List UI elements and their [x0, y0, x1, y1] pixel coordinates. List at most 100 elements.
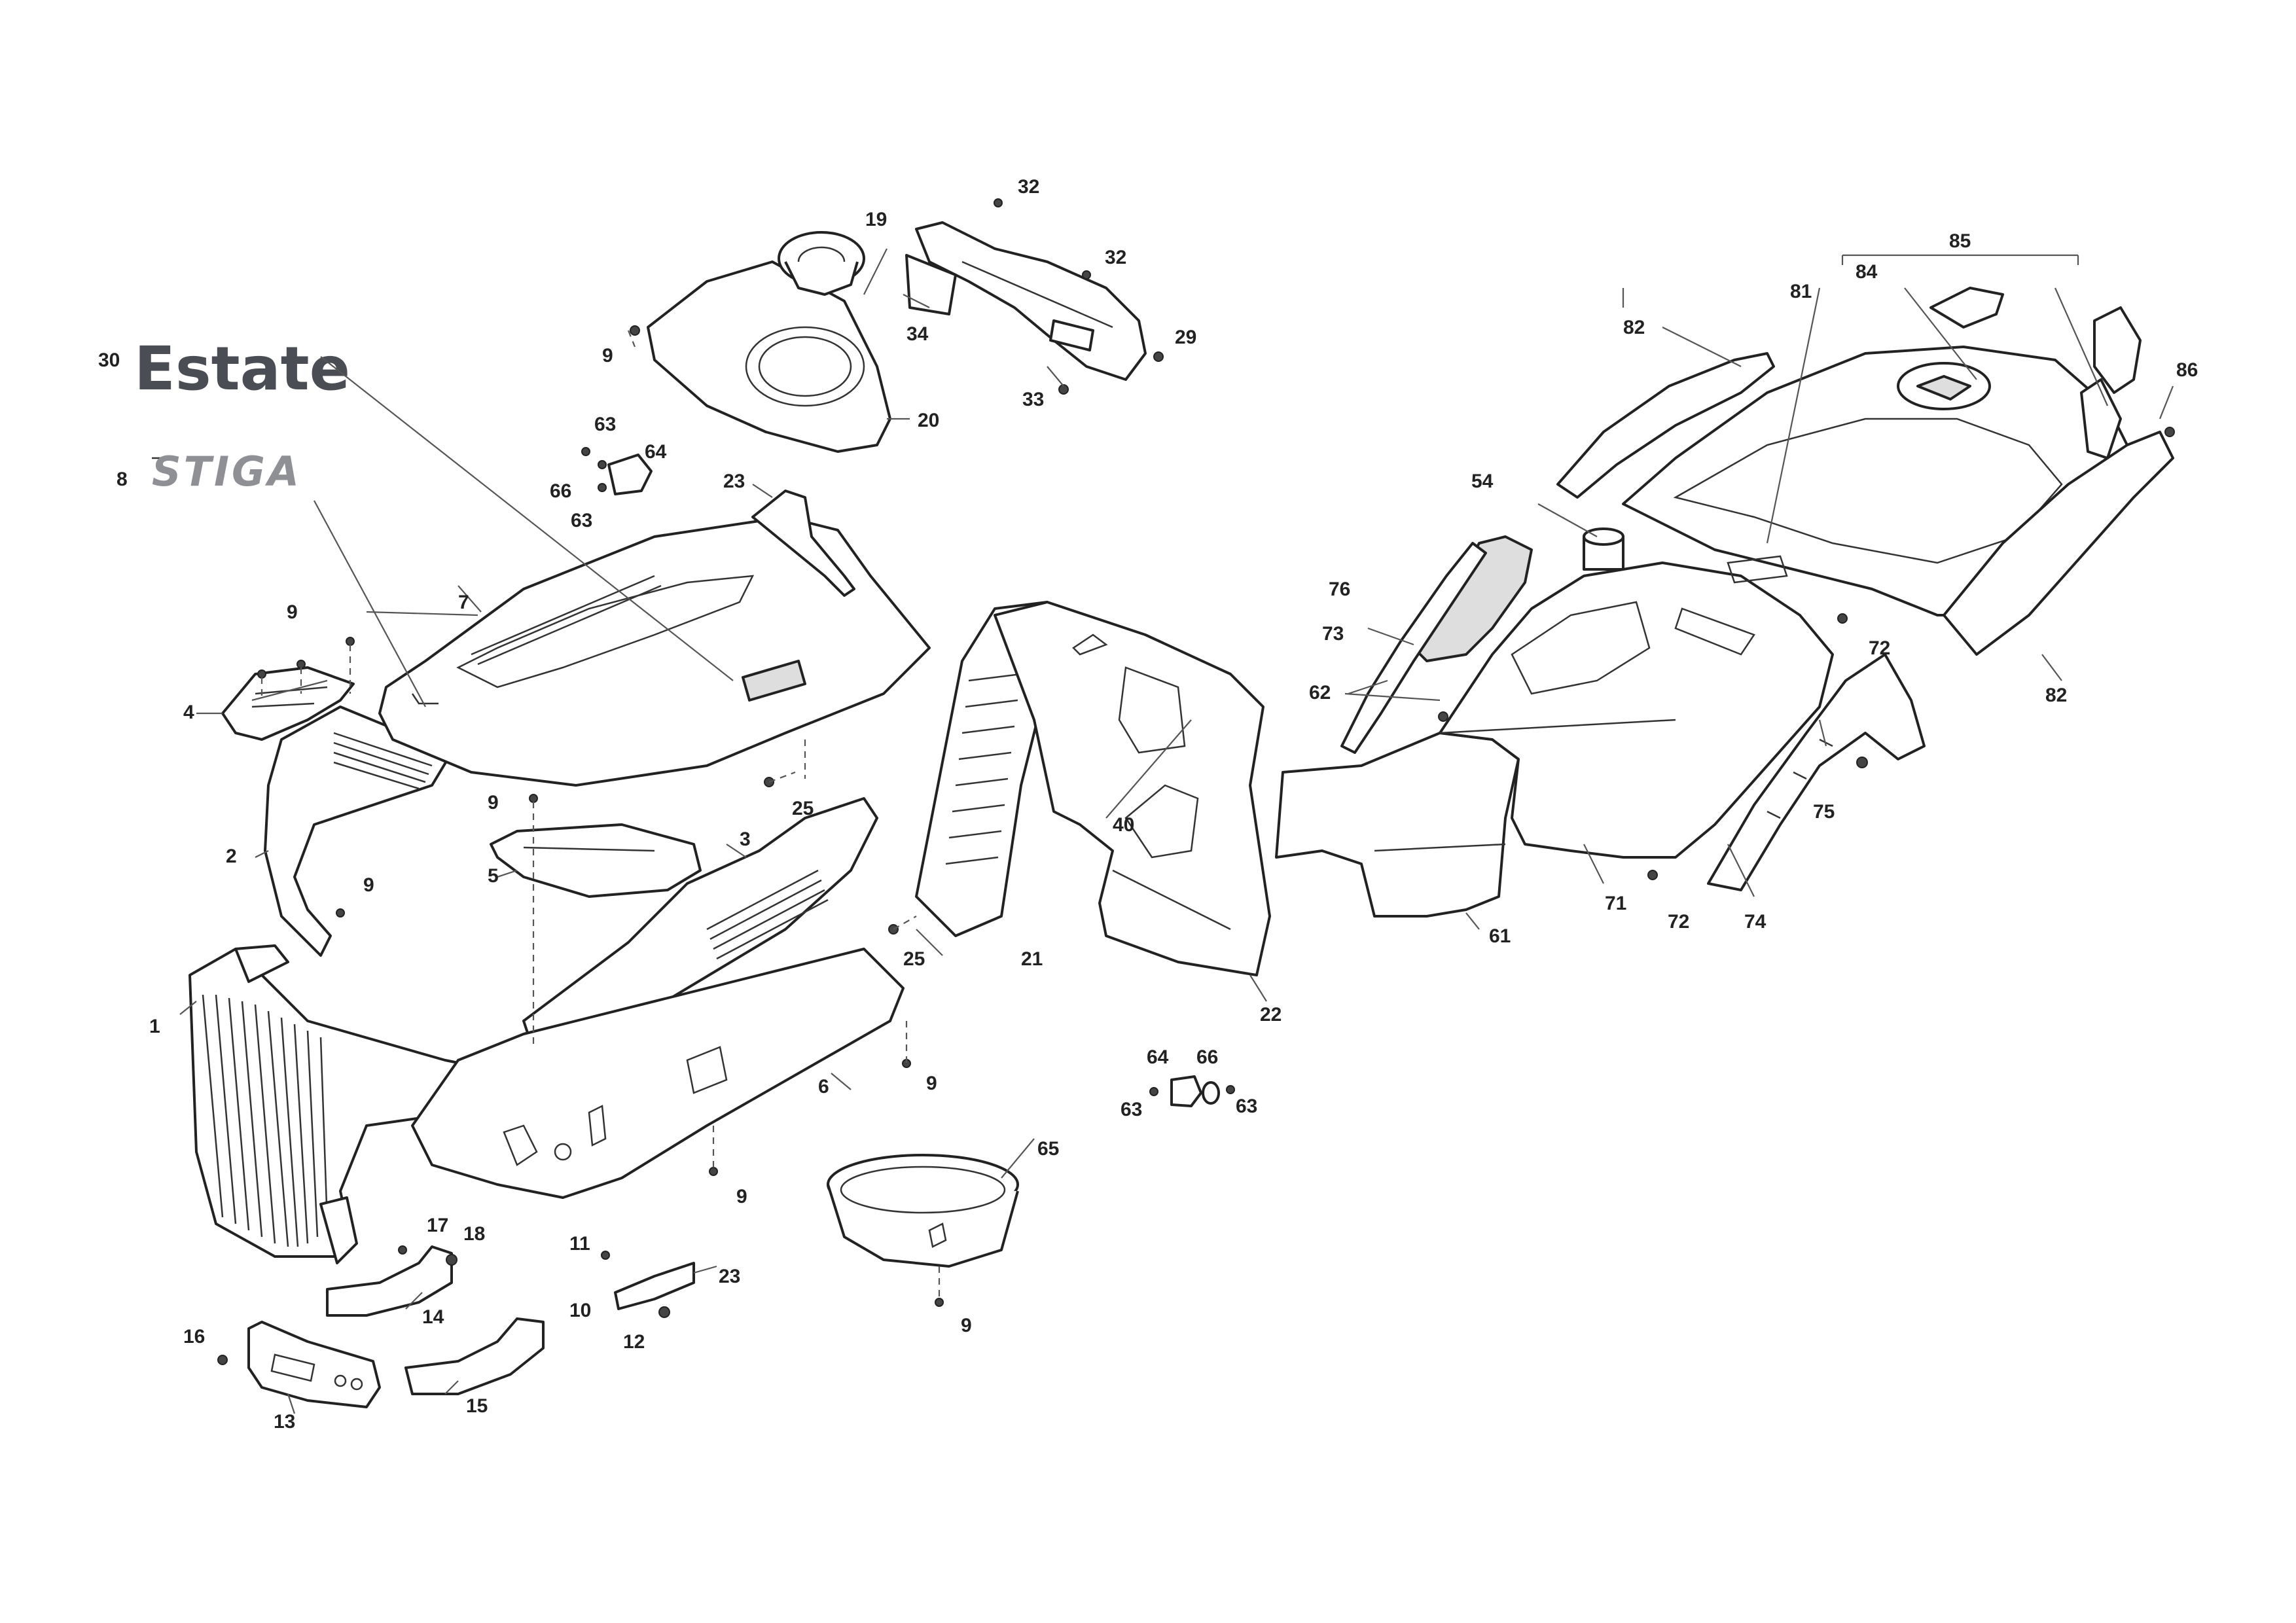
callout-66-upper: 66 [550, 480, 571, 502]
callout-9-dash: 9 [602, 345, 613, 366]
callout-63-a: 63 [594, 414, 616, 435]
callout-32-mid: 32 [1105, 247, 1126, 268]
callout-labels: 1 2 3 4 5 6 7 8 9 9 9 9 9 9 9 10 11 12 1… [98, 176, 2198, 1433]
callout-9-side: 9 [363, 874, 374, 896]
callout-72-upper: 72 [1869, 637, 1890, 659]
callout-7: 7 [458, 592, 469, 613]
callout-66-lower: 66 [1196, 1046, 1218, 1068]
clip-33 [1058, 384, 1069, 395]
part-rear-side-74 [1707, 653, 1926, 891]
callout-19: 19 [865, 209, 887, 230]
nut-12 [658, 1306, 670, 1318]
callout-75: 75 [1813, 801, 1835, 823]
part-strip-73 [1340, 542, 1487, 754]
callout-23-lower: 23 [719, 1266, 740, 1287]
callout-25-b: 25 [903, 948, 925, 970]
callout-9-bucket: 9 [961, 1315, 972, 1336]
callout-63-c: 63 [1121, 1099, 1142, 1120]
callout-30: 30 [98, 349, 120, 371]
callout-61: 61 [1489, 925, 1511, 947]
callout-40: 40 [1113, 814, 1134, 836]
callout-2: 2 [226, 846, 237, 867]
screw-9-side [336, 908, 345, 918]
callout-9-lower: 9 [736, 1186, 747, 1207]
part-clip-64-lower [1170, 1075, 1220, 1107]
fasteners [217, 198, 2175, 1365]
part-bucket-65 [827, 1154, 1019, 1268]
part-front-grille [188, 944, 512, 1264]
part-panel-5 [490, 823, 702, 898]
part-bracket-15 [404, 1317, 545, 1395]
callout-72-lower: 72 [1668, 911, 1689, 933]
part-duct-23-upper [751, 490, 855, 597]
callout-73: 73 [1322, 623, 1344, 645]
screw-32-top [994, 198, 1003, 207]
grille-slats [202, 994, 329, 1247]
callout-18: 18 [463, 1223, 485, 1245]
part-rear-fender-71 [1439, 527, 1834, 859]
screw-63-a [581, 447, 590, 456]
screw-9-panel [529, 794, 538, 803]
callout-5: 5 [488, 865, 499, 887]
nut-62 [1438, 711, 1448, 722]
callout-33: 33 [1022, 389, 1044, 410]
nut-75 [1856, 757, 1868, 768]
callout-4: 4 [183, 702, 194, 723]
callout-21: 21 [1021, 948, 1043, 970]
washer-66-a [598, 460, 607, 469]
callout-1: 1 [149, 1016, 160, 1037]
callout-15: 15 [466, 1395, 488, 1417]
part-kit-85-items [1929, 287, 2142, 459]
callout-62: 62 [1309, 682, 1331, 704]
callout-82-left: 82 [1623, 317, 1645, 338]
part-strip-82-left [1556, 352, 1775, 499]
leader-lines [179, 248, 2174, 1414]
part-hood [378, 516, 931, 787]
callout-82-right: 82 [2045, 685, 2067, 706]
nut-18 [446, 1254, 457, 1266]
nut-72-b [1837, 613, 1848, 624]
callout-11: 11 [569, 1233, 590, 1255]
part-lower-frame-6 [411, 948, 905, 1199]
callout-22: 22 [1260, 1004, 1282, 1026]
part-dash-cover-20 [647, 260, 891, 453]
callout-65: 65 [1037, 1138, 1059, 1160]
screw-9-bracket-a [257, 669, 266, 679]
callout-20: 20 [918, 410, 939, 431]
stiga-decal-text: STIGA [152, 448, 302, 495]
callout-3: 3 [740, 829, 751, 850]
callout-63-d: 63 [1236, 1096, 1257, 1117]
callout-86: 86 [2176, 359, 2198, 381]
part-strip-82-right [1943, 431, 2174, 656]
screw-16 [217, 1355, 228, 1365]
screw-32-mid [1082, 270, 1091, 279]
clip-11 [601, 1251, 610, 1260]
part-rear-shield-61 [1275, 732, 1520, 918]
nut-29 [1153, 351, 1164, 362]
callout-9-bracket: 9 [287, 601, 298, 623]
callout-32-top: 32 [1018, 176, 1039, 198]
callout-71: 71 [1605, 893, 1626, 914]
callout-12: 12 [623, 1331, 645, 1353]
screw-9-bracket-b [296, 660, 306, 669]
part-dash-frame [905, 221, 1147, 381]
callout-13: 13 [274, 1411, 295, 1433]
callout-84: 84 [1856, 261, 1878, 283]
callout-29: 29 [1175, 327, 1196, 348]
callout-16: 16 [183, 1326, 205, 1347]
callout-74: 74 [1744, 911, 1767, 933]
callout-54: 54 [1471, 471, 1494, 492]
screw-9-dash [630, 325, 640, 336]
nut-86 [2164, 427, 2175, 437]
screw-9-lower [709, 1167, 718, 1176]
callout-10: 10 [569, 1300, 591, 1321]
part-bracket-4 [221, 666, 355, 741]
callout-23-upper: 23 [723, 471, 745, 492]
part-bracket-14 [326, 1245, 453, 1317]
screw-63-b [598, 483, 607, 492]
assembly-dash-lines [260, 330, 941, 1302]
callout-25-a: 25 [792, 798, 814, 819]
part-steering-ring-19 [778, 231, 865, 296]
